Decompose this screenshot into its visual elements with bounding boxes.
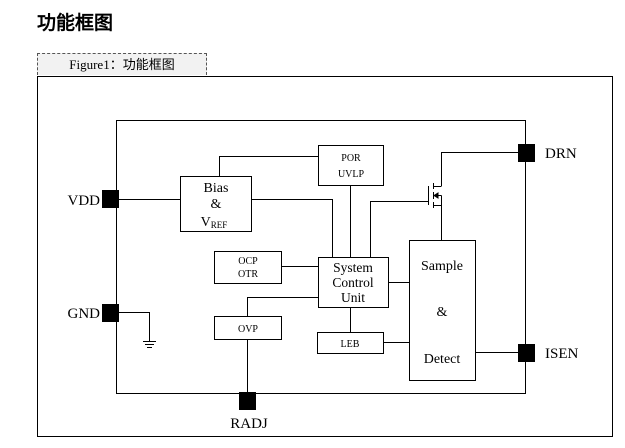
bias-block: Bias & VREF xyxy=(180,176,252,232)
sample-detect-block: Sample & Detect xyxy=(409,240,476,381)
chip-boundary xyxy=(116,120,526,394)
radj-pin-label: RADJ xyxy=(230,416,268,432)
sample-amp-label: & xyxy=(437,305,448,320)
sample-label: Sample xyxy=(421,259,463,274)
otr-label: OTR xyxy=(238,269,258,280)
vref-label: VREF xyxy=(201,215,228,230)
figure-caption: Figure1：功能框图 xyxy=(37,53,207,75)
ground-symbol-icon xyxy=(143,341,156,348)
por-uvlp-block: POR UVLP xyxy=(318,145,384,186)
bias-label: Bias xyxy=(204,181,229,196)
por-label: POR xyxy=(341,153,361,164)
uvlp-label: UVLP xyxy=(338,169,365,180)
gnd-pin-label: GND xyxy=(68,306,101,322)
drn-pin-label: DRN xyxy=(545,146,577,162)
isen-pin-label: ISEN xyxy=(545,346,579,362)
control-label: Control xyxy=(332,275,374,290)
ocp-otr-block: OCP OTR xyxy=(214,251,282,284)
leb-label: LEB xyxy=(341,339,360,350)
ovp-block: OVP xyxy=(214,316,282,340)
system-label: System xyxy=(333,260,373,275)
mosfet-icon xyxy=(428,183,442,208)
system-control-unit-block: System Control Unit xyxy=(318,257,389,308)
figure-frame xyxy=(37,76,613,437)
ovp-label: OVP xyxy=(238,324,258,335)
vdd-pin xyxy=(102,190,119,208)
gnd-pin xyxy=(102,304,119,322)
leb-block: LEB xyxy=(317,332,384,354)
vdd-pin-label: VDD xyxy=(68,193,101,209)
wires xyxy=(119,152,518,392)
unit-label: Unit xyxy=(341,290,365,305)
page-heading: 功能框图 xyxy=(37,12,114,34)
bias-amp-label: & xyxy=(211,197,222,212)
isen-pin xyxy=(518,344,535,362)
detect-label: Detect xyxy=(424,352,461,367)
ocp-label: OCP xyxy=(238,256,258,267)
radj-pin xyxy=(239,392,256,410)
drn-pin xyxy=(518,144,535,162)
